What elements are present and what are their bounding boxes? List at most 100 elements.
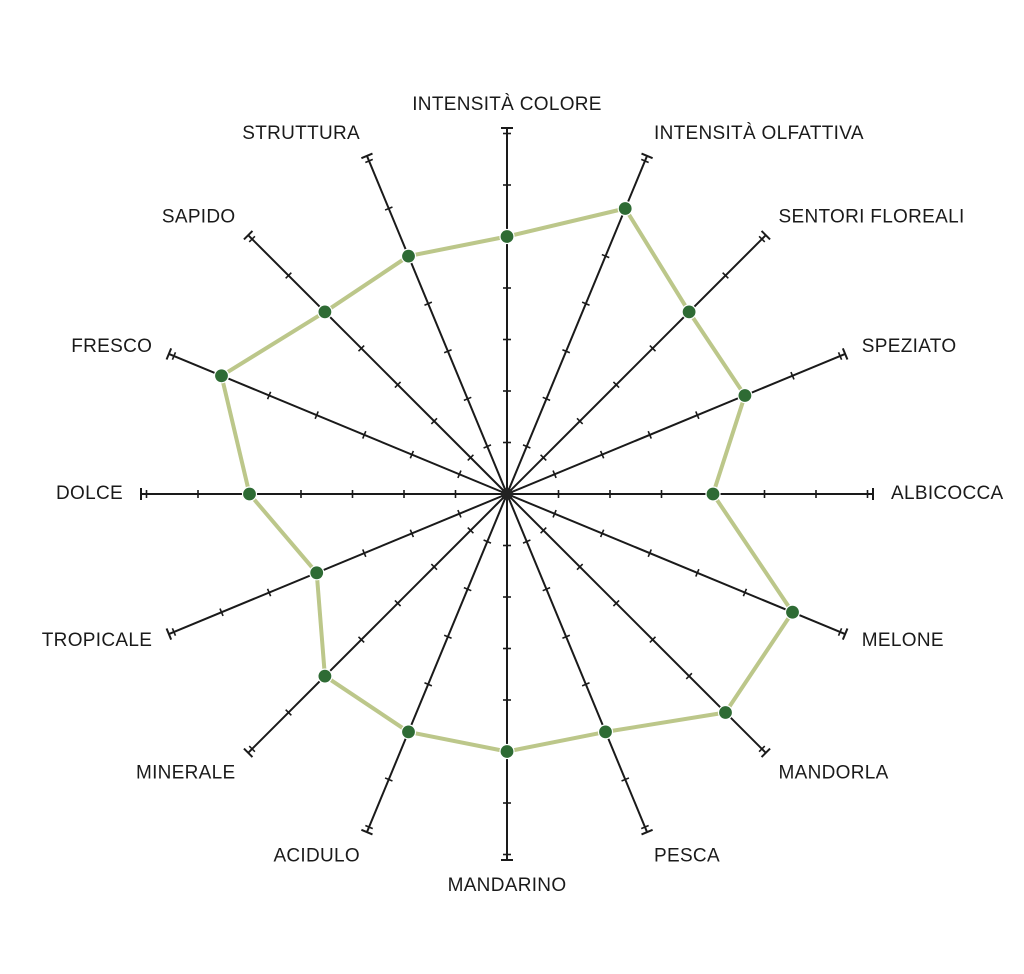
axis-tick (601, 253, 610, 259)
data-point (705, 486, 721, 502)
axis-tick (542, 396, 551, 402)
axis-line (506, 234, 767, 495)
axis-tick (219, 608, 224, 617)
axis-tick (581, 682, 590, 687)
axis-tick (384, 777, 393, 782)
axis-tick (248, 745, 256, 753)
axis-tick (171, 352, 177, 361)
axis-tick (430, 563, 438, 571)
axis-line (506, 493, 648, 833)
axis-tick (612, 599, 620, 607)
axis-label: TROPICALE (42, 630, 152, 651)
axis-tick (248, 235, 256, 243)
axis-tick (443, 348, 452, 354)
axis-tick (365, 824, 374, 830)
axis-label: INTENSITÀ COLORE (412, 94, 602, 115)
axis-tick (552, 470, 557, 479)
data-point (499, 743, 515, 760)
axis-tick (640, 158, 649, 164)
axis-tick (599, 529, 605, 538)
series-layer (213, 200, 801, 760)
axis-tick (424, 301, 433, 306)
axis-tick (361, 430, 367, 439)
axis-label: SPEZIATO (862, 336, 957, 357)
axis-tick (467, 454, 474, 461)
axis-tick (394, 599, 402, 607)
axis-tick (266, 588, 272, 597)
axis-label: PESCA (654, 846, 720, 867)
axis-tick (647, 549, 653, 558)
axis-label: MINERALE (136, 762, 236, 783)
axis-tick (171, 627, 177, 636)
axis-tick (540, 527, 547, 534)
axis-tick (285, 709, 292, 716)
axis-tick (522, 444, 531, 449)
axis-tick (384, 206, 393, 211)
axis-tick (722, 272, 729, 279)
center-point (501, 488, 513, 500)
axis-tick (463, 586, 472, 592)
axis-tick (576, 417, 584, 425)
axis-tick (463, 396, 472, 402)
axis-tick (640, 824, 649, 830)
data-point (784, 604, 801, 620)
axis-end-cap (165, 628, 173, 640)
axis-end-cap (841, 628, 849, 640)
axis-tick (647, 430, 653, 439)
axis-tick (695, 411, 700, 420)
axis-tick (457, 470, 462, 479)
data-point (681, 304, 697, 320)
axis-end-cap (641, 828, 653, 836)
axis-end-cap (641, 152, 653, 160)
axis-tick (581, 301, 590, 306)
axis-end-cap (243, 230, 254, 241)
axis-label: FRESCO (71, 336, 152, 357)
axis-tick (552, 509, 557, 518)
data-point (597, 724, 614, 740)
axis-tick (314, 411, 319, 420)
axis-tick (758, 235, 766, 243)
axis-tick (394, 381, 402, 389)
axis-tick (522, 539, 531, 544)
axis-tick (430, 417, 438, 425)
axis-tick (361, 549, 367, 558)
data-point (317, 304, 333, 320)
axis-tick (621, 777, 630, 782)
data-point (317, 668, 333, 684)
axis-tick (357, 344, 365, 352)
axis-tick (685, 672, 693, 680)
data-point (737, 387, 753, 404)
axis-line (366, 155, 508, 495)
axis-label: MANDORLA (779, 762, 889, 783)
axis-end-cap (361, 828, 373, 836)
axis-label: ACIDULO (273, 846, 360, 867)
axis-tick (758, 745, 766, 753)
axis-tick (599, 450, 605, 459)
axis-tick (409, 529, 415, 538)
axis-line (366, 493, 508, 833)
axis-line (247, 234, 508, 495)
data-point (717, 704, 734, 721)
axis-label: SAPIDO (162, 207, 236, 228)
axis-end-cap (361, 152, 373, 160)
axis-tick (424, 682, 433, 687)
axis-tick (649, 344, 657, 352)
axis-tick (576, 563, 584, 571)
axis-end-cap (841, 348, 849, 360)
axis-tick (457, 509, 462, 518)
axis-tick (266, 391, 272, 400)
axis-tick (365, 158, 374, 164)
axis-tick (742, 588, 748, 597)
axis-tick (790, 371, 795, 380)
axis-tick (837, 352, 843, 361)
axis-tick (285, 272, 292, 279)
axis-label: MANDARINO (448, 875, 567, 896)
axis-tick (357, 636, 365, 644)
axis-tick (483, 444, 492, 449)
axis-tick (562, 634, 571, 640)
axis-tick (612, 381, 620, 389)
axis-end-cap (243, 747, 254, 758)
axis-tick (542, 586, 551, 592)
